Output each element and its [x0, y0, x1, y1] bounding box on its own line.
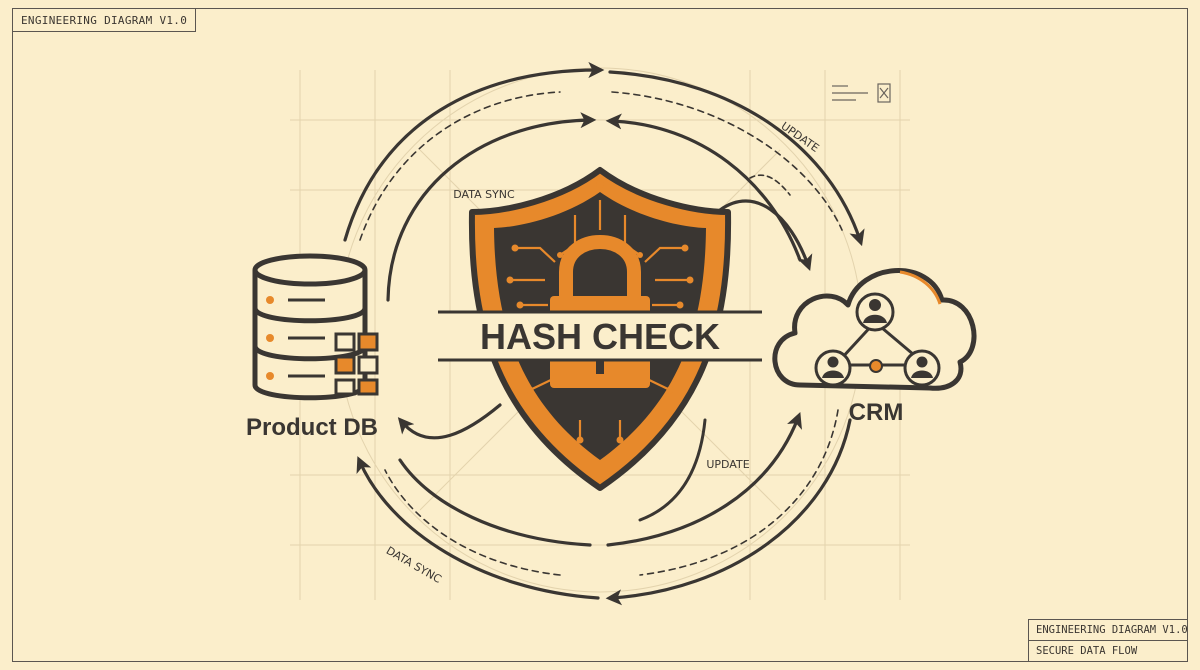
arrow-shield-to-productdb	[397, 403, 502, 440]
hash-check-label: HASH CHECK	[480, 316, 720, 357]
label-data-sync-bottom: DATA SYNC	[384, 544, 444, 586]
arrow-inner-top-right	[605, 113, 802, 262]
arrow-outer-bottom-right	[605, 418, 852, 606]
arrow-shield-to-crm	[718, 199, 813, 272]
footer-title-block: ENGINEERING DIAGRAM V1.0 SECURE DATA FLO…	[1028, 619, 1188, 662]
arrow-inner-bottom-right	[606, 412, 802, 547]
product-db-label: Product DB	[246, 414, 378, 441]
hash-check-banner	[438, 310, 762, 362]
arrow-inner-bottom-left	[398, 458, 592, 547]
database-icon	[252, 253, 368, 401]
arrow-outer-top-left	[343, 62, 605, 242]
label-data-sync-top: DATA SYNC	[453, 188, 515, 201]
footer-line-1: ENGINEERING DIAGRAM V1.0	[1036, 624, 1188, 636]
arrow-shield-bottom	[638, 418, 707, 522]
arrow-outer-bottom-left	[356, 456, 600, 600]
legend-glyph	[832, 83, 891, 103]
flow-arrows	[343, 62, 865, 606]
crm-label: CRM	[849, 399, 904, 426]
footer-line-2: SECURE DATA FLOW	[1029, 640, 1187, 661]
data-blocks-icon	[334, 332, 379, 396]
circuit-nodes	[506, 244, 694, 444]
arrow-outer-top-right	[608, 70, 865, 247]
header-tag: ENGINEERING DIAGRAM V1.0	[12, 8, 197, 32]
arrow-inner-top-left	[386, 112, 597, 302]
label-update-top: UPDATE	[779, 119, 822, 155]
user-network-icon	[814, 292, 941, 387]
label-update-bottom: UPDATE	[706, 458, 749, 471]
